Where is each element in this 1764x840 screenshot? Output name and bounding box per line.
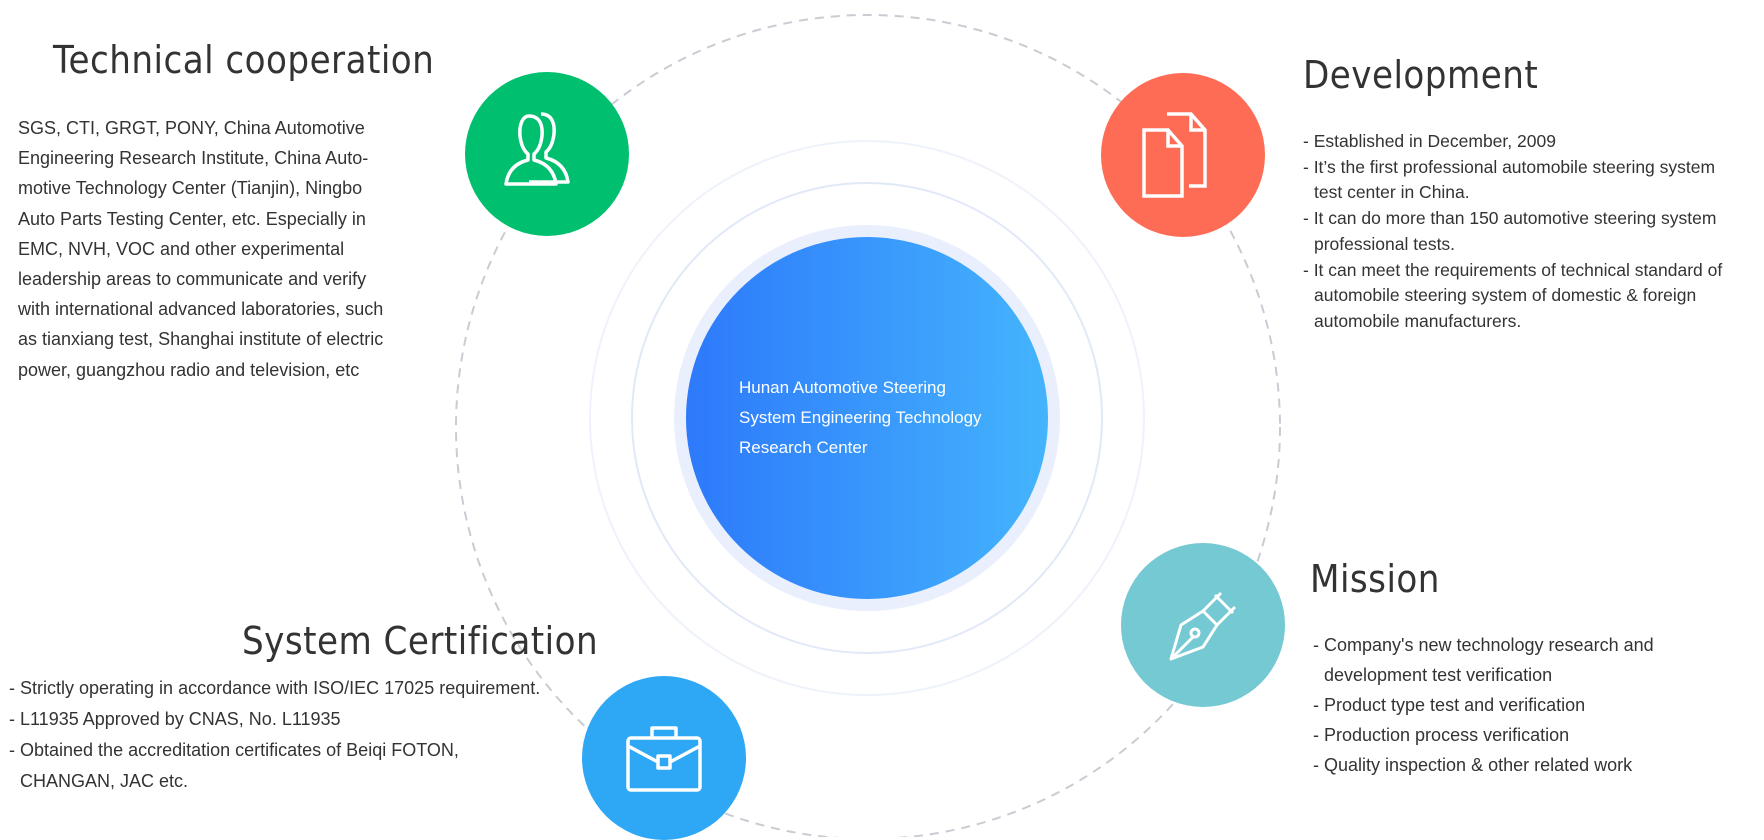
- pen-nib-icon: [1169, 591, 1237, 661]
- users-icon: [504, 112, 570, 186]
- list-item: - It can do more than 150 automotive ste…: [1303, 208, 1717, 254]
- text-line: EMC, NVH, VOC and other experimental: [18, 238, 345, 259]
- text-line: Auto Parts Testing Center, etc. Especial…: [18, 208, 366, 229]
- text-line: leadership areas to communicate and veri…: [18, 269, 367, 290]
- center-line-1: Hunan Automotive Steering: [739, 378, 946, 397]
- text-line: motive Technology Center (Tianjin), Ning…: [18, 178, 363, 199]
- development-badge: [1101, 73, 1265, 237]
- technical-cooperation-text: SGS, CTI, GRGT, PONY, China Automotive E…: [18, 113, 438, 385]
- mission-title: Mission: [1310, 557, 1440, 601]
- center-circle: [686, 237, 1048, 599]
- list-item: - Quality inspection & other related wor…: [1313, 755, 1633, 775]
- development-list: - Established in December, 2009 - It’s t…: [1303, 129, 1743, 335]
- dashed-orbit: [455, 14, 1281, 837]
- documents-icon: [1142, 112, 1207, 198]
- list-item: - Company's new technology research and …: [1313, 635, 1654, 685]
- development-title: Development: [1303, 53, 1539, 97]
- text-line: SGS, CTI, GRGT, PONY, China Automotive: [18, 118, 365, 138]
- list-item: - It’s the first professional automobile…: [1303, 156, 1716, 203]
- list-item: - Product type test and verification: [1313, 695, 1586, 715]
- text-line: with international advanced laboratories…: [18, 299, 384, 320]
- list-item: - Strictly operating in accordance with …: [9, 678, 541, 698]
- mission-list: - Company's new technology research and …: [1313, 630, 1733, 780]
- technical-cooperation-badge: [465, 72, 629, 236]
- center-label: Hunan Automotive Steering System Enginee…: [739, 373, 982, 463]
- system-certification-title: System Certification: [242, 619, 599, 663]
- technical-cooperation-title: Technical cooperation: [53, 38, 435, 82]
- list-item: - L11935 Approved by CNAS, No. L11935: [9, 709, 341, 729]
- inner-thin-ring: [631, 182, 1103, 654]
- briefcase-icon: [626, 726, 702, 792]
- center-line-2: System Engineering Technology: [739, 408, 982, 427]
- list-item: - It can meet the requirements of techni…: [1303, 259, 1723, 331]
- mission-badge: [1121, 543, 1285, 707]
- list-item: - Obtained the accreditation certificate…: [9, 740, 459, 791]
- text-line: as tianxiang test, Shanghai institute of…: [18, 329, 384, 350]
- system-certification-list: - Strictly operating in accordance with …: [9, 673, 569, 797]
- text-line: power, guangzhou radio and television, e…: [18, 359, 360, 380]
- text-line: Engineering Research Institute, China Au…: [18, 148, 369, 169]
- system-certification-badge: [582, 676, 746, 840]
- center-line-3: Research Center: [739, 438, 868, 457]
- outer-thin-ring: [589, 140, 1145, 696]
- list-item: - Established in December, 2009: [1303, 131, 1556, 151]
- list-item: - Production process verification: [1313, 725, 1570, 745]
